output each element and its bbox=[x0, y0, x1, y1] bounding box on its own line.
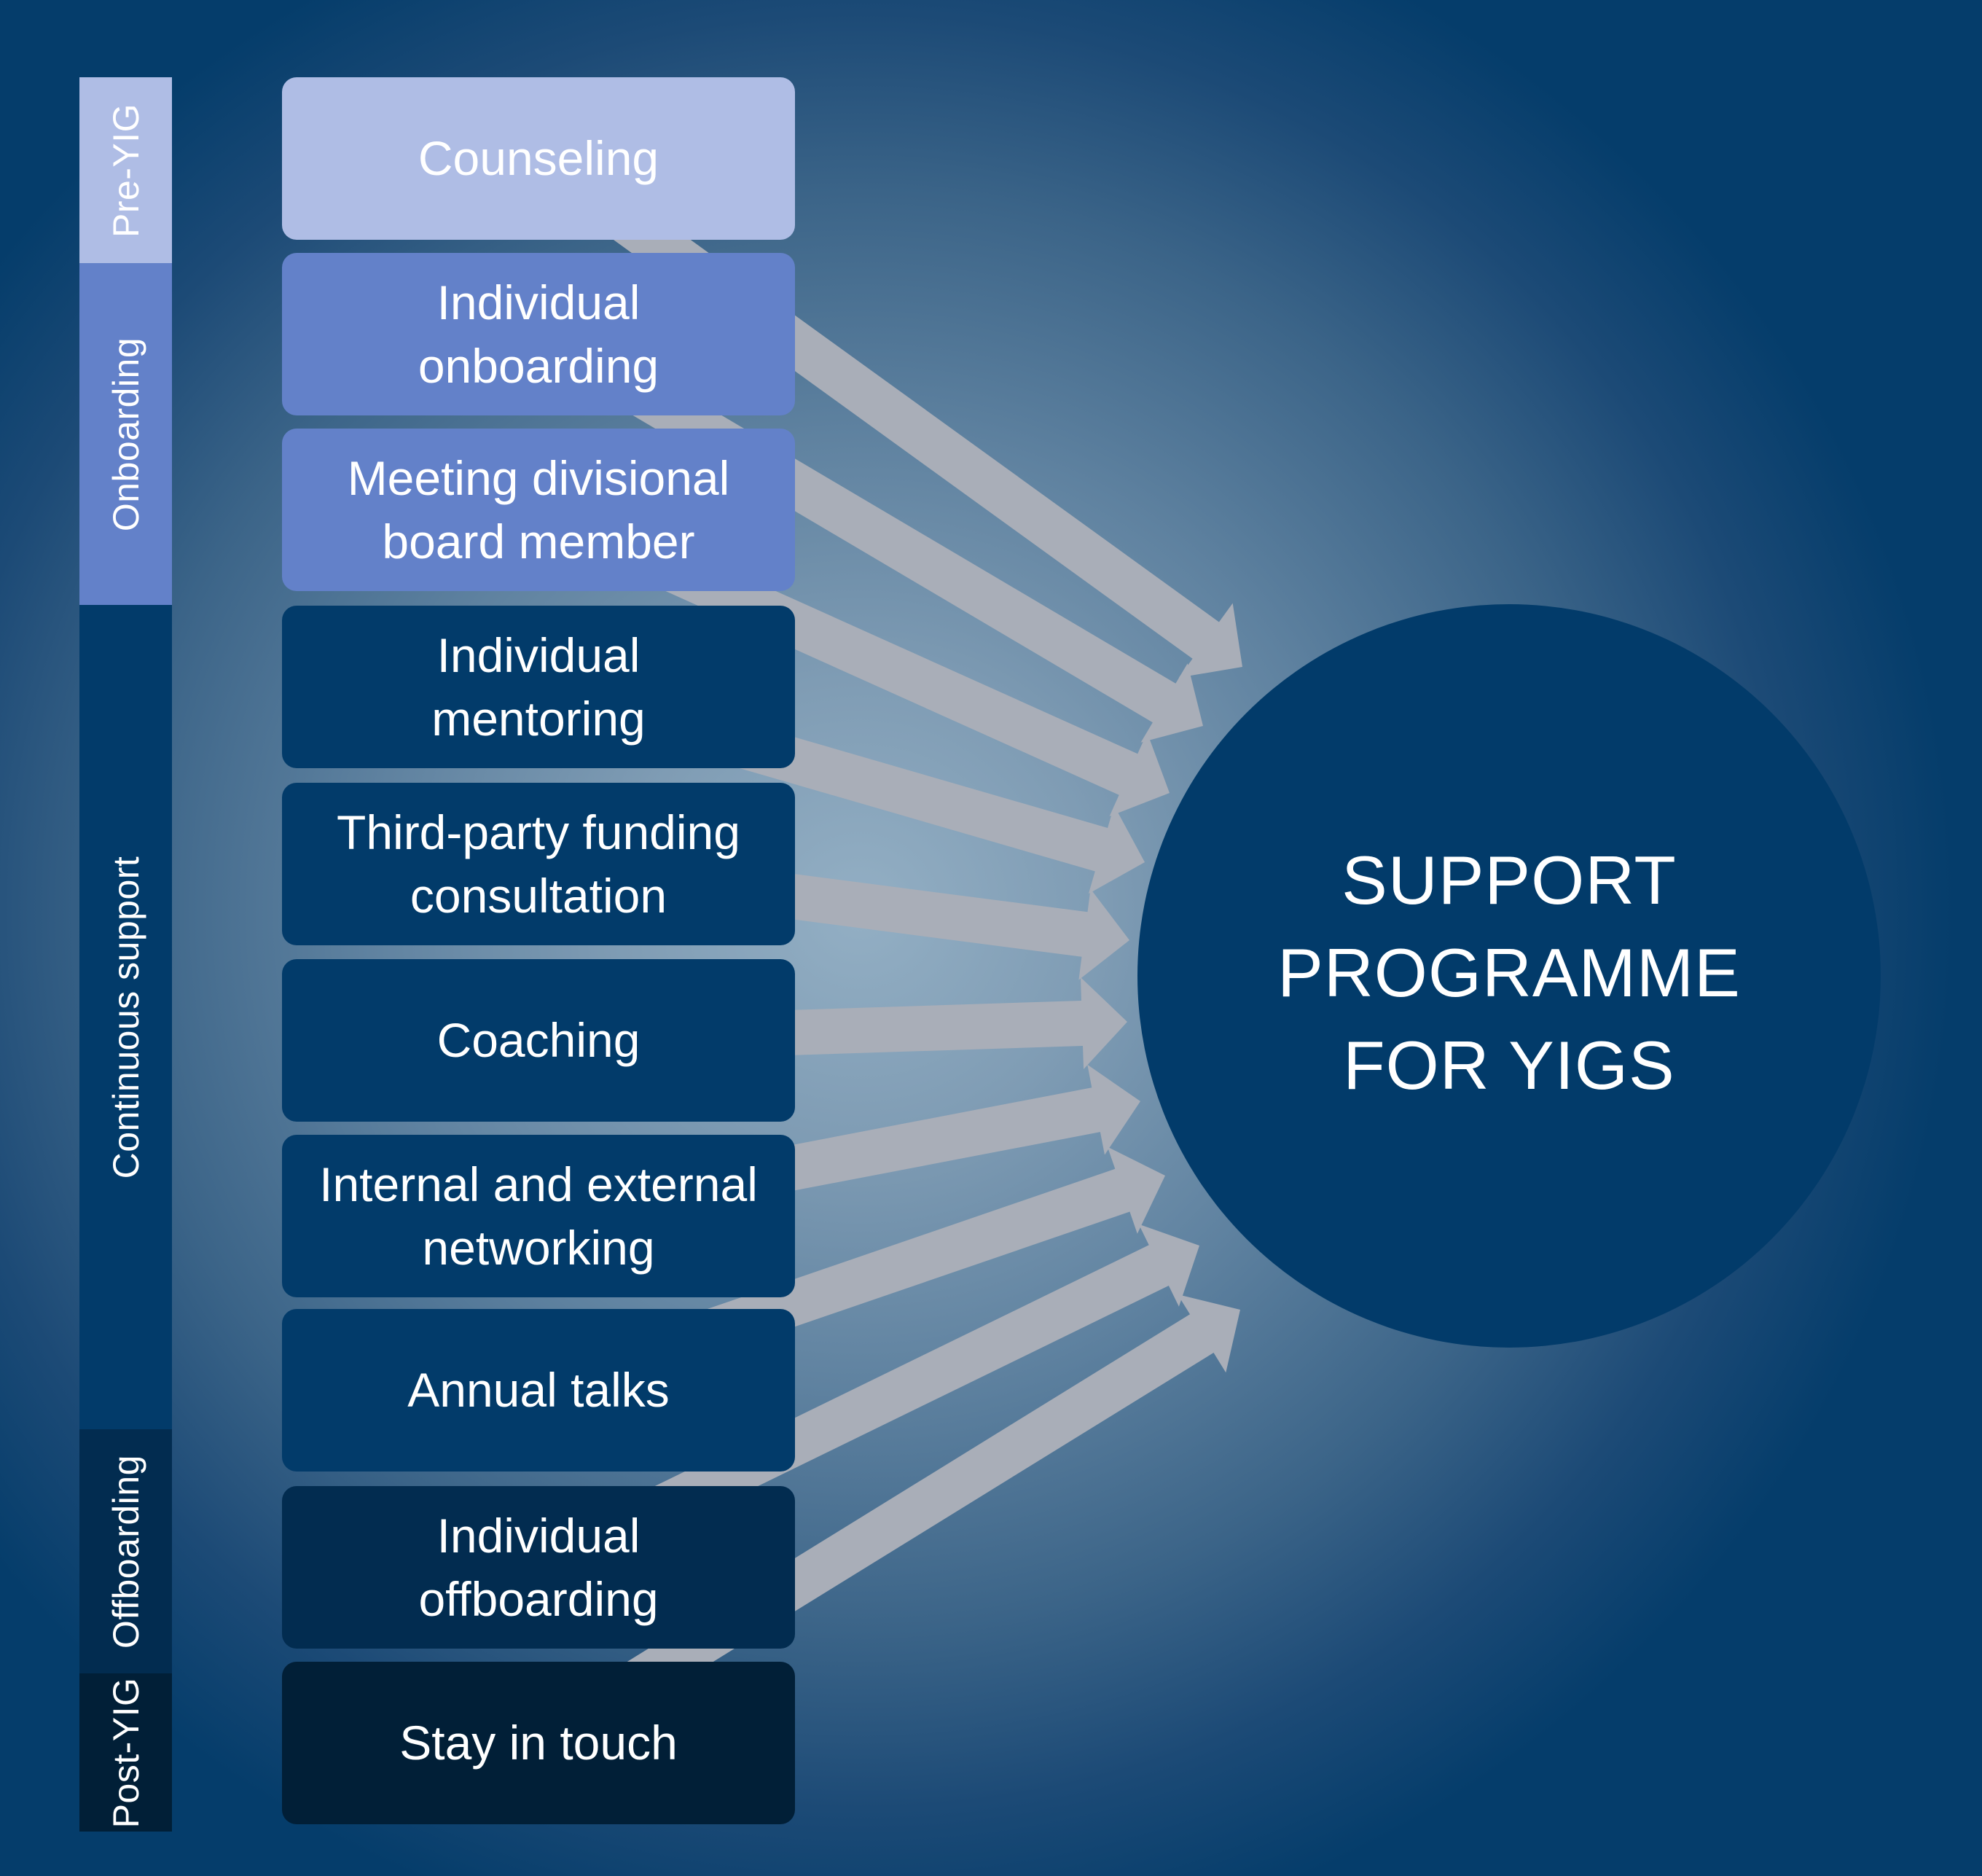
step-coaching: Coaching bbox=[282, 959, 795, 1122]
step-label: Internal and external networking bbox=[319, 1157, 758, 1275]
phase-post-yig: Post-YIG bbox=[79, 1673, 172, 1832]
step-label: Annual talks bbox=[407, 1363, 670, 1417]
step-individual-offboarding: Individual offboarding bbox=[282, 1486, 795, 1649]
step-label: Individual onboarding bbox=[418, 275, 659, 393]
step-label: Meeting divisional board member bbox=[347, 450, 730, 568]
phase-label: Post-YIG bbox=[105, 1677, 146, 1828]
step-label: Third-party funding consultation bbox=[337, 805, 740, 923]
step-individual-onboarding: Individual onboarding bbox=[282, 253, 795, 415]
step-label: Coaching bbox=[436, 1013, 641, 1067]
phase-label: Offboarding bbox=[105, 1454, 146, 1649]
phase-label: Pre-YIG bbox=[105, 103, 146, 238]
hub-title: SUPPORT PROGRAMME FOR YIGS bbox=[1277, 841, 1741, 1103]
step-internal-external-networking: Internal and external networking bbox=[282, 1135, 795, 1297]
step-stay-in-touch: Stay in touch bbox=[282, 1662, 795, 1824]
support-programme-hub: SUPPORT PROGRAMME FOR YIGS bbox=[1137, 604, 1881, 1348]
phase-offboarding: Offboarding bbox=[79, 1429, 172, 1673]
step-meeting-divisional-board-member: Meeting divisional board member bbox=[282, 429, 795, 591]
phase-continuous-support: Continuous support bbox=[79, 605, 172, 1429]
step-label: Individual offboarding bbox=[418, 1508, 659, 1626]
step-label: Individual mentoring bbox=[431, 628, 646, 746]
step-third-party-funding-consultation: Third-party funding consultation bbox=[282, 783, 795, 945]
step-counseling: Counseling bbox=[282, 77, 795, 240]
phase-pre-yig: Pre-YIG bbox=[79, 77, 172, 263]
phase-label: Onboarding bbox=[105, 337, 146, 531]
step-annual-talks: Annual talks bbox=[282, 1309, 795, 1472]
step-label: Counseling bbox=[418, 131, 659, 185]
arrow-2 bbox=[528, 314, 1203, 743]
phase-label: Continuous support bbox=[105, 856, 146, 1179]
step-label: Stay in touch bbox=[399, 1716, 678, 1770]
step-individual-mentoring: Individual mentoring bbox=[282, 606, 795, 768]
phase-onboarding: Onboarding bbox=[79, 263, 172, 605]
